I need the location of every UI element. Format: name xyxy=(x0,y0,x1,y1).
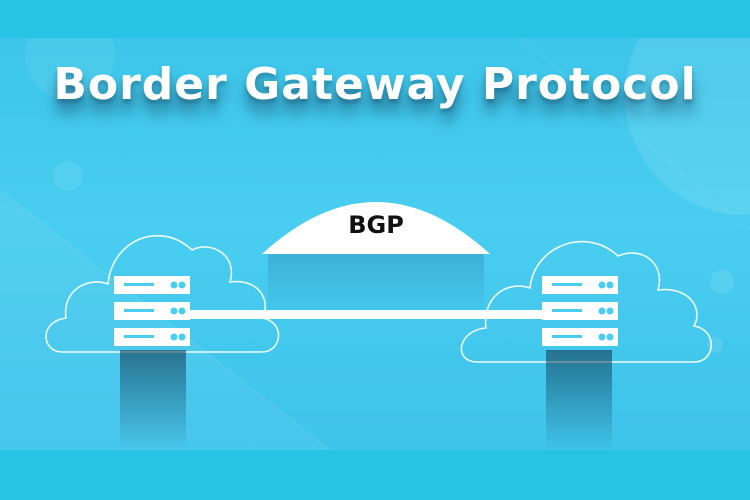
bgp-link xyxy=(186,310,552,319)
right-cloud-icon xyxy=(460,240,712,363)
bgp-dome xyxy=(262,202,490,254)
right-server-rack-icon xyxy=(542,276,618,346)
illustration-panel xyxy=(0,38,750,450)
bottom-band xyxy=(0,450,750,500)
top-band xyxy=(0,0,750,38)
server-shadows xyxy=(120,350,612,450)
left-server-rack-icon xyxy=(114,276,190,346)
network-illustration xyxy=(0,38,750,450)
dome-shadow xyxy=(268,254,484,314)
bgp-label: BGP xyxy=(348,211,404,239)
page-title: Border Gateway Protocol xyxy=(53,59,697,110)
